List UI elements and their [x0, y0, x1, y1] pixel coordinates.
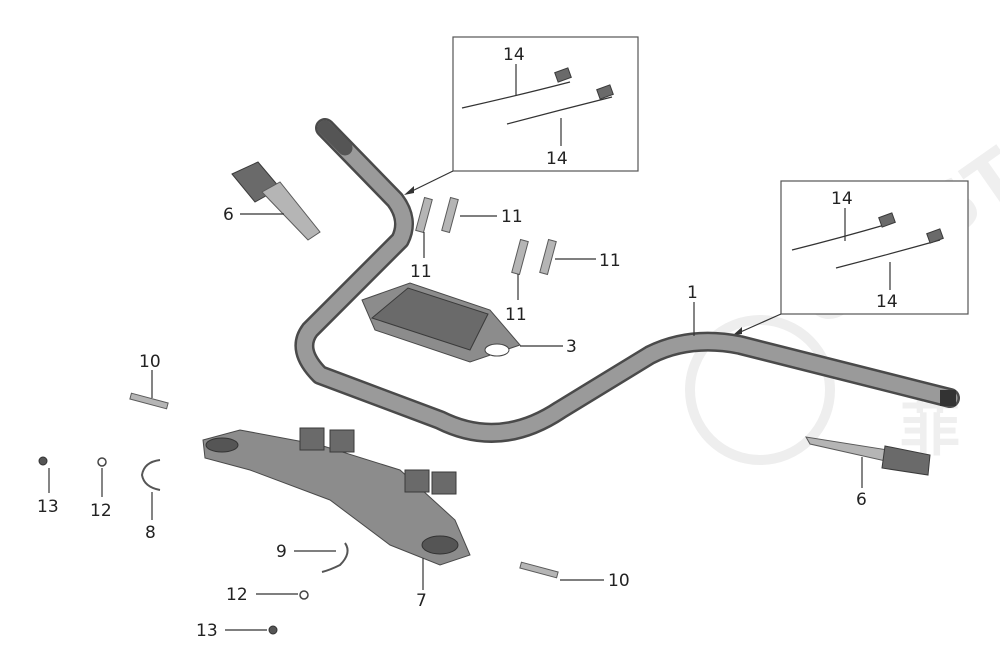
grip-left: 6 — [223, 161, 321, 241]
callout-1: 1 — [687, 283, 698, 303]
callout-13: 13 — [196, 621, 218, 641]
bolt-10 — [519, 561, 559, 579]
triple-clamp: 7 — [202, 427, 471, 611]
callout-11: 11 — [599, 251, 621, 271]
clamp-hole — [421, 535, 459, 555]
callout-14: 14 — [876, 292, 898, 312]
callout-6: 6 — [856, 490, 867, 510]
cable-connector — [596, 84, 614, 100]
bolt-10 — [129, 392, 169, 410]
riser — [404, 469, 430, 493]
callout-14: 14 — [503, 45, 525, 65]
callout-11: 11 — [501, 207, 523, 227]
callout-9: 9 — [276, 542, 287, 562]
callout-13: 13 — [37, 497, 59, 517]
clamp-hole — [205, 437, 239, 453]
small-parts-bottom: 9 12 13 10 — [196, 542, 630, 641]
handlebar-end-cap — [940, 390, 956, 406]
callout-11: 11 — [505, 305, 527, 325]
bolts-11: 11 11 11 11 — [410, 196, 621, 325]
inset-box-top — [452, 36, 639, 172]
callout-14: 14 — [546, 149, 568, 169]
washer-12 — [97, 457, 107, 467]
callout-3: 3 — [566, 337, 577, 357]
callout-10: 10 — [608, 571, 630, 591]
clip-9 — [321, 542, 349, 573]
bolt — [441, 196, 459, 234]
handlebar-end — [317, 120, 353, 156]
callout-12: 12 — [90, 501, 112, 521]
callout-10: 10 — [139, 352, 161, 372]
cable-connector — [926, 228, 944, 244]
cable-connector — [878, 212, 896, 228]
callout-8: 8 — [145, 523, 156, 543]
cable-line — [461, 81, 571, 109]
cable-line — [791, 223, 889, 251]
inset-cable-right: 14 14 — [732, 180, 969, 336]
handlebar-tube — [296, 120, 958, 441]
clamp-hole — [484, 343, 510, 357]
nut-13 — [268, 625, 278, 635]
callout-12: 12 — [226, 585, 248, 605]
riser — [299, 427, 325, 451]
callout-11: 11 — [410, 262, 432, 282]
cable-connector — [554, 67, 572, 83]
handlebar: 1 — [294, 118, 960, 443]
clip-8 — [140, 459, 161, 491]
inset-cable-top: 14 14 — [404, 36, 639, 195]
small-parts-left: 10 13 12 8 — [37, 352, 169, 543]
nut-13 — [38, 456, 48, 466]
callout-7: 7 — [416, 591, 427, 611]
grip-shaft — [261, 181, 321, 241]
bolt — [415, 196, 433, 234]
callout-14: 14 — [831, 189, 853, 209]
pointer-line — [735, 313, 782, 335]
inset-box-right — [780, 180, 969, 315]
bolt — [539, 238, 557, 276]
riser — [431, 471, 457, 495]
grip-right: 6 — [805, 436, 931, 510]
cable-line — [506, 96, 613, 125]
clamp-body — [370, 287, 489, 351]
arrowhead — [404, 186, 414, 195]
bolt — [511, 238, 529, 276]
pointer-line — [407, 170, 454, 194]
cable-line — [835, 239, 941, 269]
grip-end — [881, 445, 931, 476]
washer-12 — [299, 590, 309, 600]
handlebar-clamp: 3 — [361, 282, 577, 363]
riser — [329, 429, 355, 453]
arrowhead — [732, 327, 742, 336]
callout-6: 6 — [223, 205, 234, 225]
grip-shaft — [805, 436, 891, 463]
